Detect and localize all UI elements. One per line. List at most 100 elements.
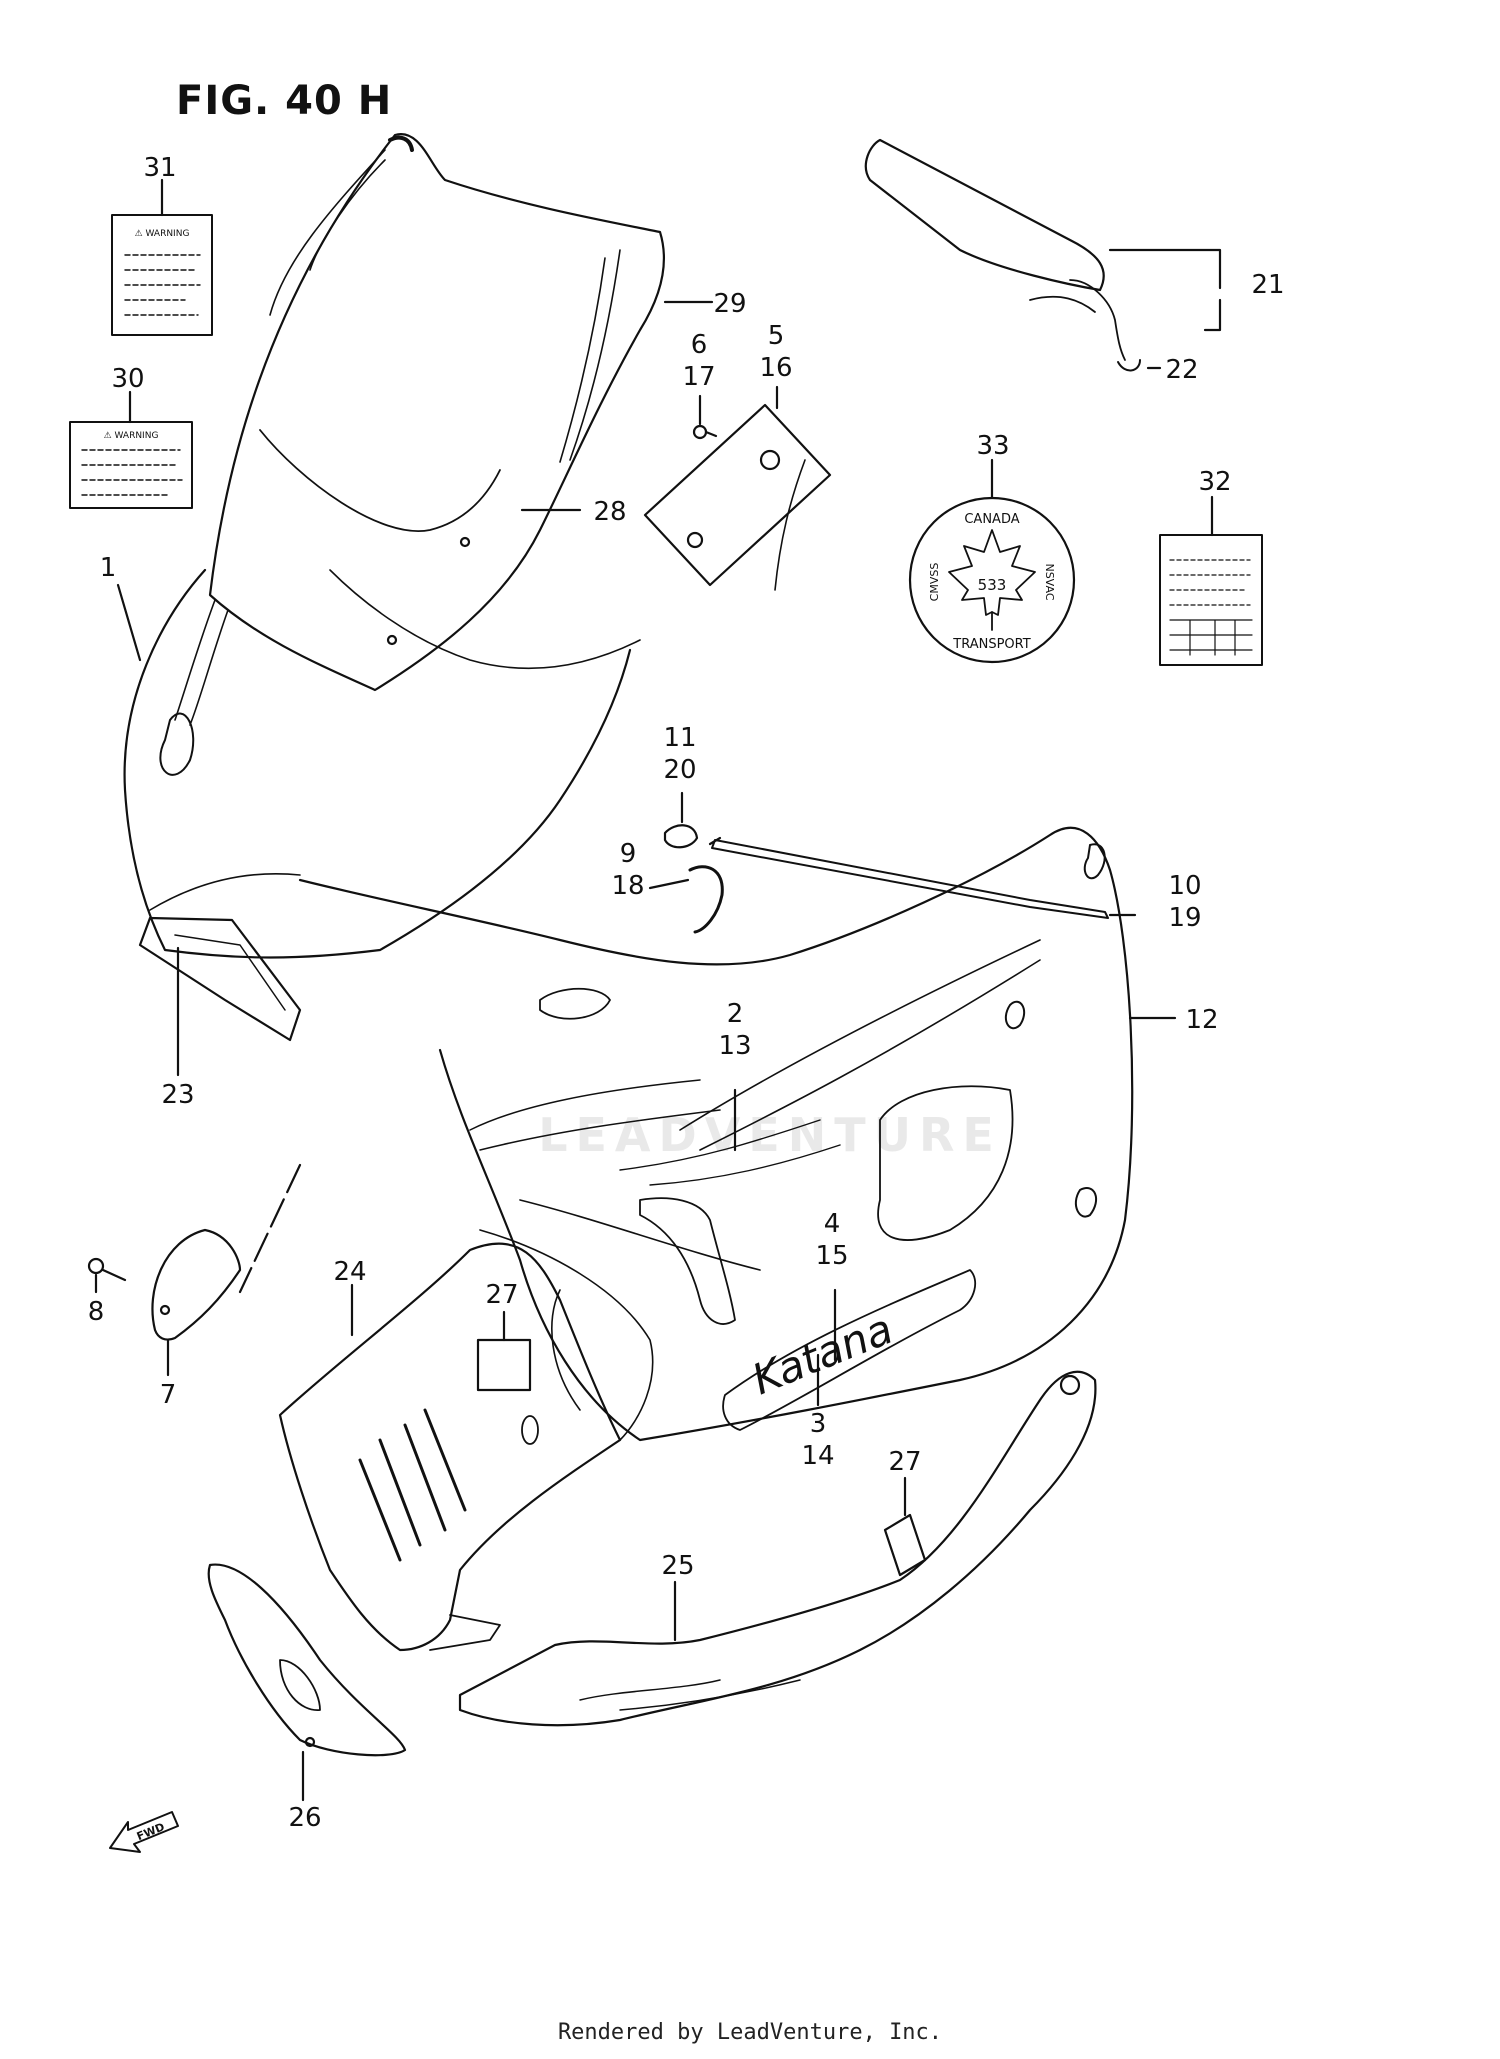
callout-line: 2 <box>727 999 744 1029</box>
bracket-part-26[interactable] <box>207 1563 407 1757</box>
callout-line: 33 <box>976 431 1009 461</box>
callout-line: 27 <box>888 1447 921 1477</box>
callout-32: 32 <box>1198 467 1231 497</box>
callout-line: 18 <box>611 871 644 901</box>
callout-21: 21 <box>1251 270 1284 300</box>
warning-label-part-30[interactable]: ⚠ WARNING <box>69 421 193 509</box>
canada-label-top: CANADA <box>964 512 1019 527</box>
screw-part-6[interactable] <box>692 424 718 440</box>
pad-part-27a[interactable] <box>476 1338 532 1392</box>
callout-line: 26 <box>288 1803 321 1833</box>
callout-line: 1 <box>100 553 117 583</box>
grommet-part-9[interactable] <box>688 865 724 934</box>
under-cowl-part-25[interactable] <box>458 1370 1097 1727</box>
cover-cap-part-7[interactable] <box>151 1163 302 1341</box>
callout-1: 1 <box>100 553 117 583</box>
windscreen-part-28[interactable] <box>208 133 665 692</box>
canada-label-part-33[interactable]: 533 CANADA TRANSPORT CMVSS NSVAC <box>908 496 1076 664</box>
callout-line: 19 <box>1168 903 1201 933</box>
panel-part-5[interactable] <box>643 403 832 591</box>
callout-line: 30 <box>111 364 144 394</box>
upper-cowling-part-1[interactable] <box>123 568 641 959</box>
air-duct-part-21[interactable] <box>864 138 1126 361</box>
canada-label-number: 533 <box>978 576 1007 594</box>
callout-line: 13 <box>718 1031 751 1061</box>
katana-emblem-part-4[interactable]: Katana <box>722 1269 977 1431</box>
callout-22: 22 <box>1165 355 1198 385</box>
callout-23: 23 <box>161 1080 194 1110</box>
callout-29: 29 <box>713 289 746 319</box>
footer-credit: Rendered by LeadVenture, Inc. <box>557 2020 943 2045</box>
inner-panel-part-2[interactable] <box>469 987 721 1151</box>
callout-line: 8 <box>88 1297 105 1327</box>
callout-line: 17 <box>682 362 715 392</box>
callout-line: 29 <box>713 289 746 319</box>
clip-part-11[interactable] <box>663 824 699 849</box>
callout-25: 25 <box>661 1551 694 1581</box>
callout-line: 4 <box>824 1209 841 1239</box>
katana-script-text: Katana <box>745 1304 899 1404</box>
callout-24: 24 <box>333 1257 366 1287</box>
callout-line: 10 <box>1168 871 1201 901</box>
canada-label-bottom: TRANSPORT <box>952 637 1030 652</box>
callout-line: 6 <box>691 330 708 360</box>
callout-line: 20 <box>663 755 696 785</box>
callout-line: 9 <box>620 839 637 869</box>
callout-30: 30 <box>111 364 144 394</box>
warning-label-31-text: ⚠ WARNING <box>135 229 190 239</box>
callout-8: 8 <box>88 1297 105 1327</box>
clip-part-22[interactable] <box>1117 359 1141 372</box>
callout-27b: 27 <box>888 1447 921 1477</box>
warning-label-part-31[interactable]: ⚠ WARNING <box>111 214 213 336</box>
callout-line: 5 <box>768 321 785 351</box>
callout-33: 33 <box>976 431 1009 461</box>
callout-12: 12 <box>1185 1005 1218 1035</box>
callout-7: 7 <box>160 1380 177 1410</box>
side-intake-part-23[interactable] <box>138 916 302 1042</box>
callout-line: 16 <box>759 353 792 383</box>
leader-line-1 <box>116 583 142 662</box>
trim-strip-part-10[interactable] <box>708 836 1109 919</box>
under-cowl-part-24[interactable] <box>278 1242 622 1652</box>
callout-line: 15 <box>815 1241 848 1271</box>
callout-27a: 27 <box>485 1280 518 1310</box>
canada-label-left: CMVSS <box>928 563 941 602</box>
callout-line: 21 <box>1251 270 1284 300</box>
callout-line: 7 <box>160 1380 177 1410</box>
callout-line: 3 <box>810 1409 827 1439</box>
callout-line: 25 <box>661 1551 694 1581</box>
side-cowling-part-12[interactable] <box>298 826 1134 1442</box>
figure-title: FIG. 40 H <box>176 78 393 124</box>
callout-line: 28 <box>593 497 626 527</box>
callout-line: 23 <box>161 1080 194 1110</box>
info-label-part-32[interactable] <box>1159 534 1263 666</box>
callout-28: 28 <box>593 497 626 527</box>
callout-line: 24 <box>333 1257 366 1287</box>
callout-line: 22 <box>1165 355 1198 385</box>
leader-bracket-21 <box>1108 248 1222 332</box>
callout-line: 14 <box>801 1441 834 1471</box>
canada-label-right: NSVAC <box>1043 563 1056 600</box>
callout-line: 11 <box>663 723 696 753</box>
lower-cowling-part-3[interactable] <box>479 1197 761 1441</box>
callout-31: 31 <box>143 153 176 183</box>
callout-line: 12 <box>1185 1005 1218 1035</box>
callout-line: 31 <box>143 153 176 183</box>
callout-line: 27 <box>485 1280 518 1310</box>
leader-line-9 <box>648 878 690 890</box>
callout-26: 26 <box>288 1803 321 1833</box>
screw-part-8[interactable] <box>87 1257 127 1282</box>
warning-label-30-text: ⚠ WARNING <box>104 431 159 441</box>
callout-line: 32 <box>1198 467 1231 497</box>
